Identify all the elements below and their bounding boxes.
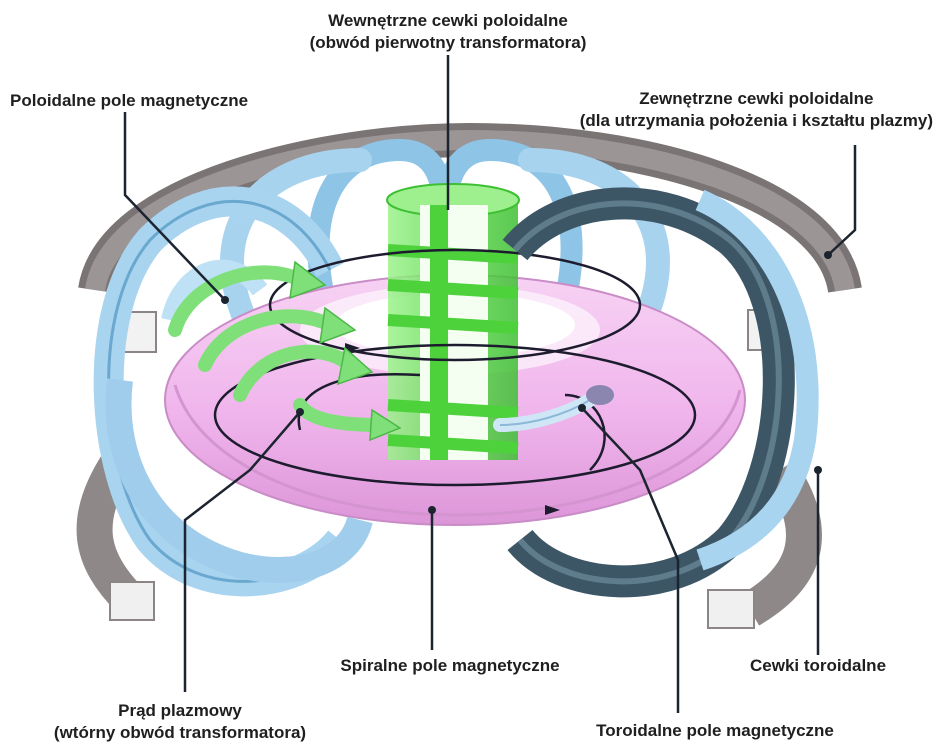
outer-coils-label: Zewnętrzne cewki poloidalne (dla utrzyma…	[580, 88, 933, 132]
plasma-current-line2: (wtórny obwód transformatora)	[54, 722, 306, 744]
outer-coils-line2: (dla utrzymania położenia i kształtu pla…	[580, 110, 933, 132]
poloidal-field-label: Poloidalne pole magnetyczne	[10, 90, 248, 112]
outer-coils-line1: Zewnętrzne cewki poloidalne	[580, 88, 933, 110]
inner-coils-line2: (obwód pierwotny transformatora)	[310, 32, 587, 54]
helical-field-label: Spiralne pole magnetyczne	[340, 655, 559, 677]
plasma-current-line1: Prąd plazmowy	[54, 700, 306, 722]
toroidal-field-label: Toroidalne pole magnetyczne	[596, 720, 834, 742]
toroidal-coils-label: Cewki toroidalne	[750, 655, 886, 677]
plasma-current-label: Prąd plazmowy (wtórny obwód transformato…	[54, 700, 306, 744]
inner-coils-line1: Wewnętrzne cewki poloidalne	[310, 10, 587, 32]
inner-coils-label: Wewnętrzne cewki poloidalne (obwód pierw…	[310, 10, 587, 54]
